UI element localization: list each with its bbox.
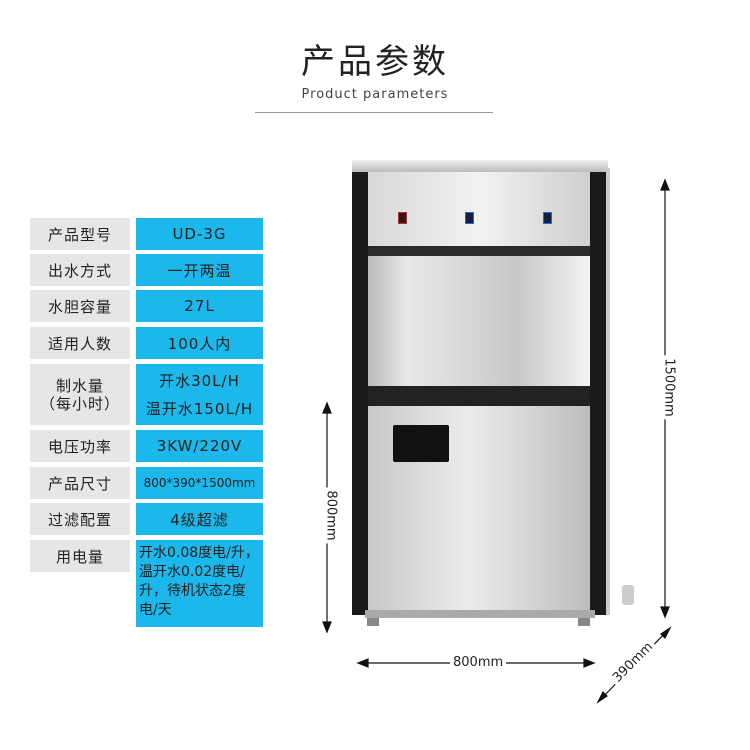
spec-label: 产品尺寸 bbox=[30, 467, 130, 499]
spec-label: 制水量 （每小时） bbox=[30, 364, 130, 425]
page-title: 产品参数 bbox=[301, 42, 449, 82]
spec-label: 水胆容量 bbox=[30, 290, 130, 322]
spec-value: 100人内 bbox=[136, 327, 263, 359]
spec-value: 3KW/220V bbox=[136, 430, 263, 462]
spec-label: 出水方式 bbox=[30, 254, 130, 286]
spec-label: 电压功率 bbox=[30, 430, 130, 462]
spec-value: 800*390*1500mm bbox=[136, 467, 263, 499]
spec-value: 4级超滤 bbox=[136, 503, 263, 535]
height-dimension: 1500mm bbox=[661, 355, 677, 420]
cabinet-height-dimension: 800mm bbox=[323, 487, 339, 544]
spec-value: 开水0.08度电/升，温开水0.02度电/升，待机状态2度电/天 bbox=[136, 540, 263, 627]
page-subtitle: Product parameters bbox=[301, 87, 449, 102]
spec-value: 开水30L/H 温开水150L/H bbox=[136, 364, 263, 425]
spec-label: 产品型号 bbox=[30, 218, 130, 250]
spec-label: 过滤配置 bbox=[30, 503, 130, 535]
spec-label: 适用人数 bbox=[30, 327, 130, 359]
spec-value-line: 开水30L/H bbox=[159, 371, 240, 390]
spec-label: 用电量 bbox=[30, 540, 130, 572]
width-dimension: 800mm bbox=[450, 655, 507, 670]
spec-label-line: （每小时） bbox=[39, 394, 120, 413]
spec-label-line: 制水量 bbox=[55, 376, 104, 395]
divider bbox=[255, 112, 493, 113]
spec-value: 一开两温 bbox=[136, 254, 263, 286]
spec-value: 27L bbox=[136, 290, 263, 322]
spec-value-line: 温开水150L/H bbox=[145, 399, 254, 418]
spec-value: UD-3G bbox=[136, 218, 263, 250]
